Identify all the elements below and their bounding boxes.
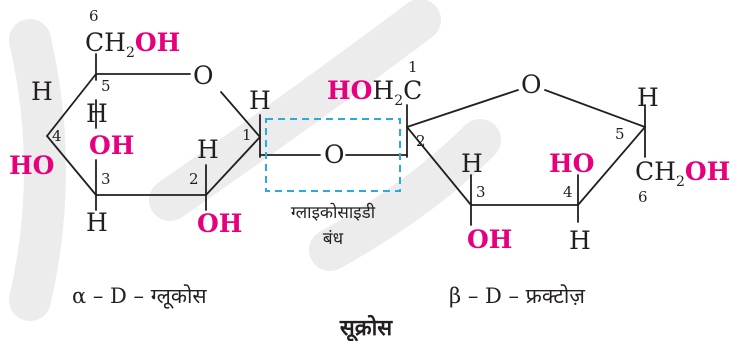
fructose-caption: β – D – फ्रक्टोज़ (449, 284, 585, 308)
glucose-caption: α – D – ग्लूकोस (72, 284, 207, 309)
sucrose-title: सूक्रोस (339, 314, 393, 341)
glucose-c3-hydroxyl: OH (89, 131, 134, 160)
fructose-c6-ch2oh-label: CH2OH (635, 157, 730, 190)
glucose-carbon-4-number: 4 (52, 127, 62, 145)
fructose-carbon-3-number: 3 (476, 183, 486, 201)
fructose-carbon-1-number: 1 (408, 58, 418, 76)
fructose-carbon-6-number: 6 (638, 188, 648, 206)
fructose-atoms: 1 HOH2C O 2 H 3 OH HO 4 H H 5 CH2OH 6 (327, 58, 730, 255)
glucose-c2-hydroxyl: OH (197, 209, 242, 238)
glucose-atoms: 6 CH2OH O 5 H H 4 HO OH 3 H H 2 OH H 1 (9, 7, 271, 238)
glucose-c4-hydrogen: H (31, 77, 53, 106)
glucose-c6-ch2oh-label: CH2OH (85, 28, 180, 61)
glucose-carbon-5-number: 5 (101, 77, 111, 95)
glucose-carbon-2-number: 2 (189, 170, 199, 188)
glycosidic-bond-label-line2: बंध (323, 229, 344, 249)
glucose-c4-hydroxyl: HO (9, 151, 54, 180)
fructose-carbon-5-number: 5 (615, 125, 625, 143)
glucose-ring-oxygen: O (193, 61, 214, 90)
glycosidic-bond-box (265, 118, 401, 192)
fructose-c4-hydrogen: H (569, 226, 591, 255)
glucose-c2-hydrogen: H (197, 135, 219, 164)
glycosidic-oxygen: O (324, 140, 345, 169)
fructose-bonds (406, 89, 646, 226)
glucose-c3-hydrogen: H (86, 208, 108, 237)
fructose-c3-hydrogen: H (461, 149, 483, 178)
fructose-c3-hydroxyl: OH (467, 225, 512, 254)
glucose-carbon-3-number: 3 (101, 170, 111, 188)
glucose-c1-hydrogen: H (249, 86, 271, 115)
glycosidic-bond-label-line1: ग्लाइकोसाइडी (291, 202, 376, 223)
glucose-c5-hydrogen: H (86, 99, 108, 128)
fructose-carbon-4-number: 4 (563, 183, 573, 201)
fructose-c5-hydrogen: H (637, 83, 659, 112)
fructose-ring-oxygen: O (521, 70, 542, 99)
fructose-carbon-2-number: 2 (416, 132, 426, 150)
watermark (9, 0, 501, 321)
glucose-carbon-6-number: 6 (89, 7, 99, 25)
fructose-c4-hydroxyl: HO (549, 149, 594, 178)
glucose-bonds (46, 53, 408, 211)
glucose-carbon-1-number: 1 (242, 126, 252, 144)
fructose-c1-hoh2c-label: HOH2C (327, 76, 422, 109)
